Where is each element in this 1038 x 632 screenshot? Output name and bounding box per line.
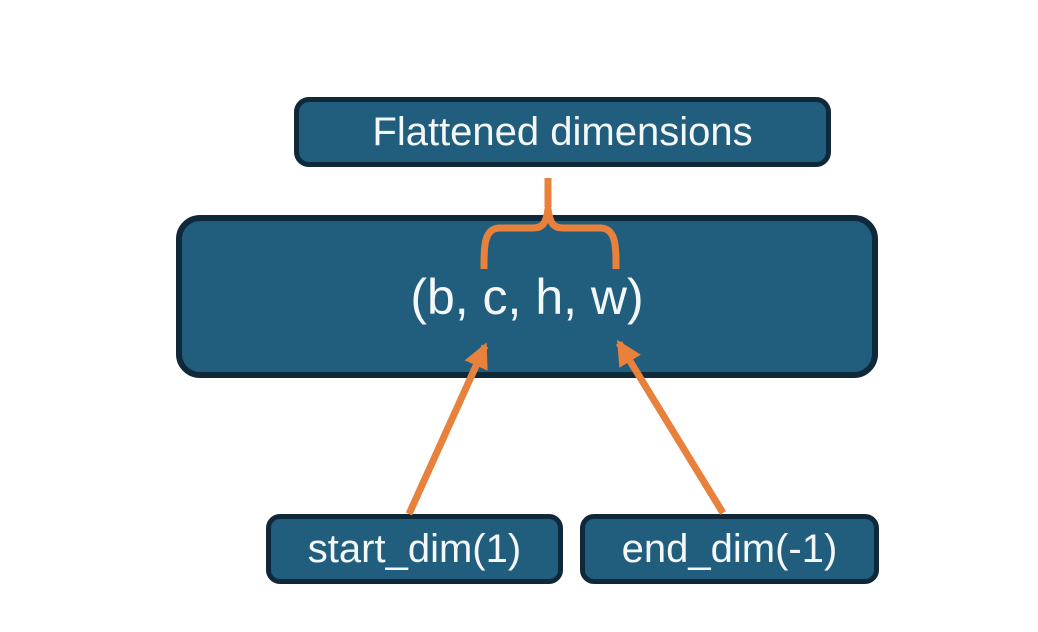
- node-start-dim-label: start_dim(1): [307, 526, 522, 571]
- node-tensor-shape-label: (b, c, h, w): [410, 268, 644, 325]
- node-start-dim: start_dim(1): [266, 514, 563, 584]
- node-flattened-dimensions: Flattened dimensions: [294, 97, 831, 167]
- node-end-dim-label: end_dim(-1): [621, 526, 838, 571]
- node-flattened-dimensions-label: Flattened dimensions: [372, 109, 753, 154]
- node-tensor-shape: (b, c, h, w): [176, 215, 878, 378]
- node-end-dim: end_dim(-1): [580, 514, 879, 584]
